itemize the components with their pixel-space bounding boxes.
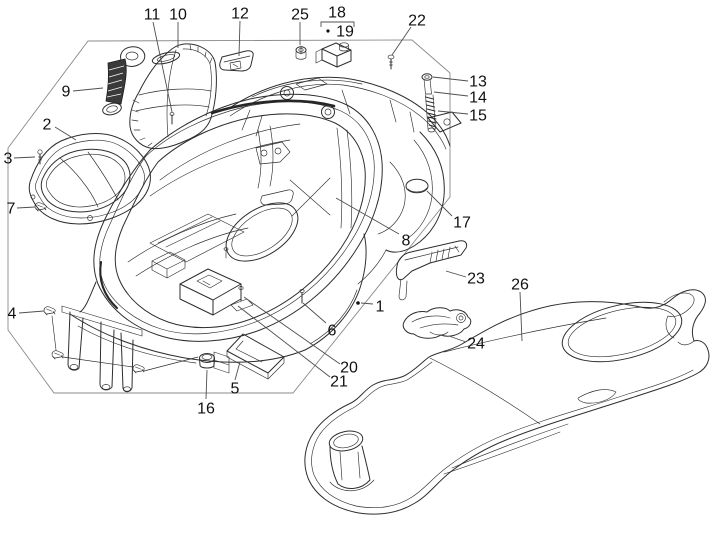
leader-line-2 (54, 126, 77, 141)
seat-hinge-screw (230, 286, 254, 312)
callout-label-15: 15 (469, 108, 487, 125)
leader-line-21 (237, 305, 331, 378)
leader-line-9 (72, 87, 104, 92)
part-11-screw (169, 112, 175, 125)
main-helmet-compartment (61, 76, 462, 393)
part-10-11-cover (129, 43, 217, 150)
callout-label-5: 5 (231, 381, 240, 398)
part-6-screw (299, 289, 305, 304)
leader-line-5 (234, 361, 241, 381)
callout-label-10: 10 (169, 7, 187, 24)
leader-line-11 (152, 21, 173, 113)
floor-mat-cup (328, 430, 375, 492)
part-25-clip (295, 45, 307, 60)
part-18-19-rubber-block (315, 42, 352, 68)
leader-line-23 (445, 270, 467, 278)
part-24-gasket (402, 307, 472, 339)
bullet-19 (326, 29, 330, 33)
group-bracket-18 (320, 21, 355, 27)
diagram-border-frame (7, 39, 451, 394)
part-13-14-15-screw-spring (421, 73, 437, 133)
part-19-pin (339, 42, 349, 52)
part-9-check-strap (102, 46, 146, 116)
rear-frame (227, 76, 462, 150)
part-5-rubber-buffer (226, 333, 285, 380)
part-8-side-cowl (357, 131, 445, 285)
leader-line-20 (243, 296, 341, 365)
leader-line-13 (432, 76, 469, 82)
callout-label-16: 16 (197, 401, 215, 418)
part-2-seat-dish (28, 133, 151, 225)
callout-label-20: 20 (340, 360, 358, 377)
callout-label-13: 13 (469, 74, 487, 91)
callout-label-26: 26 (511, 277, 529, 294)
part-23-bracket (395, 240, 468, 301)
callout-label-8: 8 (402, 233, 411, 250)
leader-line-24 (448, 335, 467, 343)
rim-seal-band (210, 99, 336, 115)
callout-label-14: 14 (469, 90, 487, 107)
callout-label-2: 2 (43, 117, 52, 134)
leader-line-8 (335, 197, 400, 235)
callout-label-6: 6 (328, 323, 337, 340)
part-26-floor-mat (304, 289, 710, 515)
callout-label-25: 25 (291, 7, 309, 24)
leader-line-6 (302, 302, 327, 324)
part-4-clips (43, 306, 199, 374)
callout-label-7: 7 (7, 201, 16, 218)
leader-line-3 (13, 156, 36, 159)
callout-label-24: 24 (467, 336, 485, 353)
callout-label-12: 12 (231, 6, 249, 23)
callout-label-22: 22 (408, 13, 426, 30)
leader-line-4 (18, 310, 45, 314)
callout-label-4: 4 (8, 306, 17, 323)
leader-line-1 (360, 302, 374, 305)
callout-label-21: 21 (330, 374, 348, 391)
reference-dot-1 (356, 301, 360, 305)
callout-label-3: 3 (4, 151, 13, 168)
leader-line-12 (238, 20, 241, 57)
leader-line-22 (391, 26, 412, 56)
callout-label-11: 11 (144, 7, 161, 24)
callout-label-18: 18 (328, 5, 346, 22)
callout-label-1: 1 (376, 299, 385, 316)
leader-line-14 (433, 91, 469, 97)
part-22-screw (387, 54, 395, 70)
leader-line-16 (205, 369, 208, 400)
leader-line-17 (426, 190, 453, 217)
callout-label-9: 9 (62, 84, 71, 101)
part-16-cap (199, 353, 215, 369)
part-12-plate (219, 50, 254, 72)
callout-label-23: 23 (467, 271, 485, 288)
leader-line-7 (16, 206, 36, 209)
part-3-screw (37, 149, 43, 165)
leader-line-15 (437, 110, 469, 115)
part-17-plug (405, 178, 429, 194)
callout-label-17: 17 (453, 215, 471, 232)
leader-line-26 (519, 291, 523, 342)
callout-label-19: 19 (336, 24, 354, 41)
